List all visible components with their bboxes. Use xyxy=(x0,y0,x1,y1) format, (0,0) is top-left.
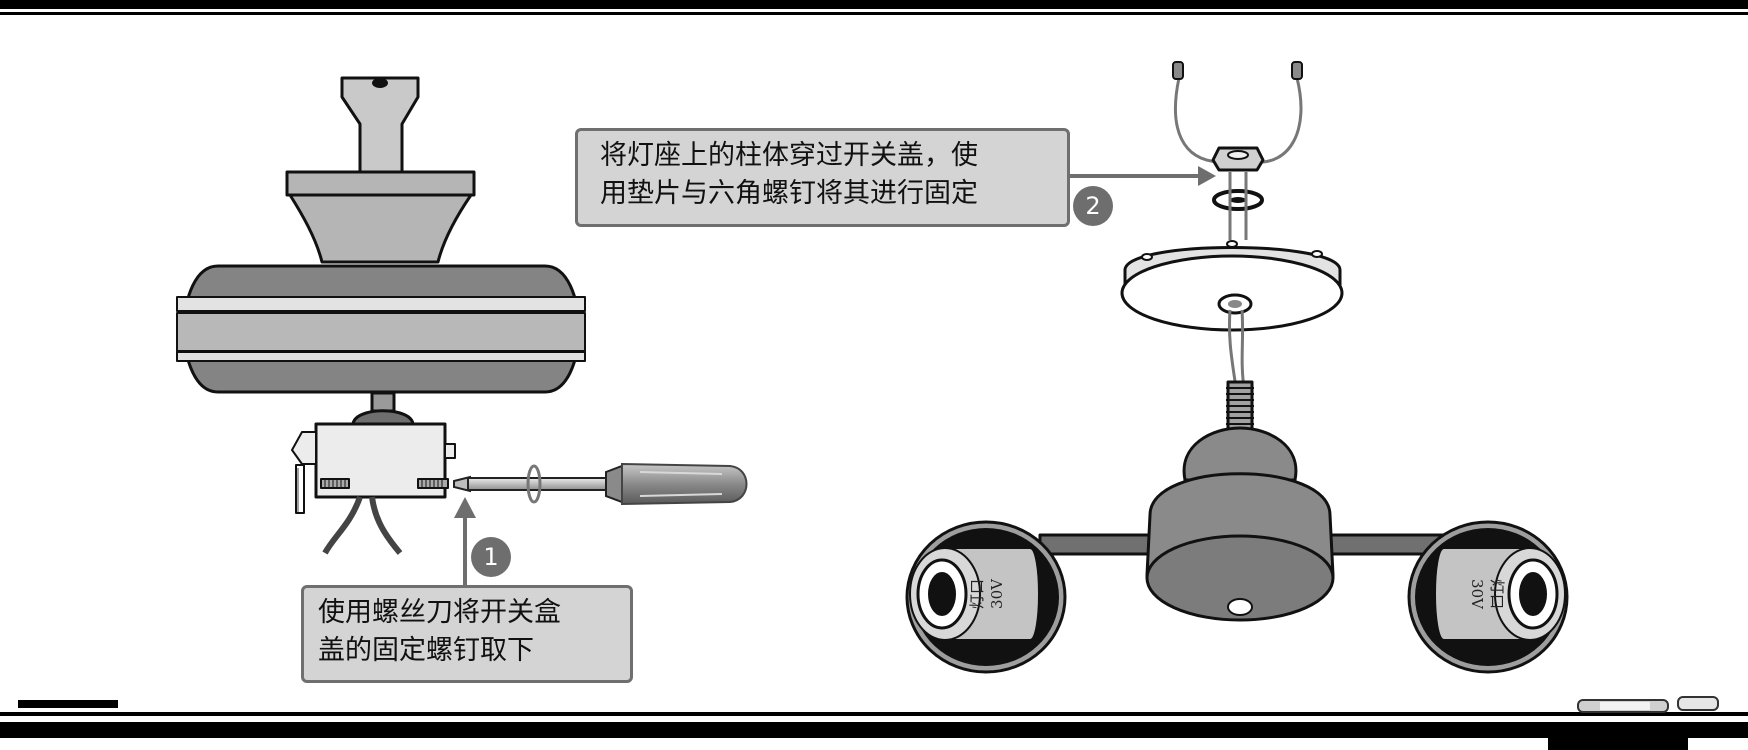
light-kit-hub xyxy=(1182,426,1298,482)
step-1-callout: 使用螺丝刀将开关盒 盖的固定螺钉取下 xyxy=(301,585,633,683)
motor-collar xyxy=(285,170,476,197)
step-1-badge: 1 xyxy=(471,537,511,577)
svg-text:灯口: 灯口 xyxy=(1488,579,1506,609)
light-kit-illustration xyxy=(905,61,1569,674)
step-2-line-2: 用垫片与六角螺钉将其进行固定 xyxy=(600,178,978,209)
lamp-socket-right xyxy=(1407,520,1569,674)
lamp-socket-right-label: 灯口 30V xyxy=(1468,579,1506,610)
downrod-coupler xyxy=(340,76,420,174)
step-2-badge: 2 xyxy=(1073,186,1113,226)
step-2-callout: 将灯座上的柱体穿过开关盖，使 用垫片与六角螺钉将其进行固定 xyxy=(575,128,1070,227)
svg-text:灯口: 灯口 xyxy=(968,579,986,609)
svg-text:30V: 30V xyxy=(1468,579,1486,610)
screwdriver-icon xyxy=(453,462,748,506)
fan-motor-illustration xyxy=(176,76,586,555)
step-2-leader xyxy=(1070,166,1216,186)
pen-decoration-icon xyxy=(1577,696,1719,713)
step-1-line-1: 使用螺丝刀将开关盒 xyxy=(318,597,561,628)
step-2-line-1: 将灯座上的柱体穿过开关盖，使 xyxy=(600,140,978,171)
lamp-socket-left-label: 灯口 30V xyxy=(968,578,1006,609)
step-1-line-2: 盖的固定螺钉取下 xyxy=(318,635,534,666)
step-1-leader xyxy=(454,497,476,587)
fixing-screw xyxy=(320,478,350,489)
lamp-socket-left xyxy=(905,520,1067,674)
fixing-screw xyxy=(417,478,449,489)
svg-text:30V: 30V xyxy=(988,578,1006,609)
